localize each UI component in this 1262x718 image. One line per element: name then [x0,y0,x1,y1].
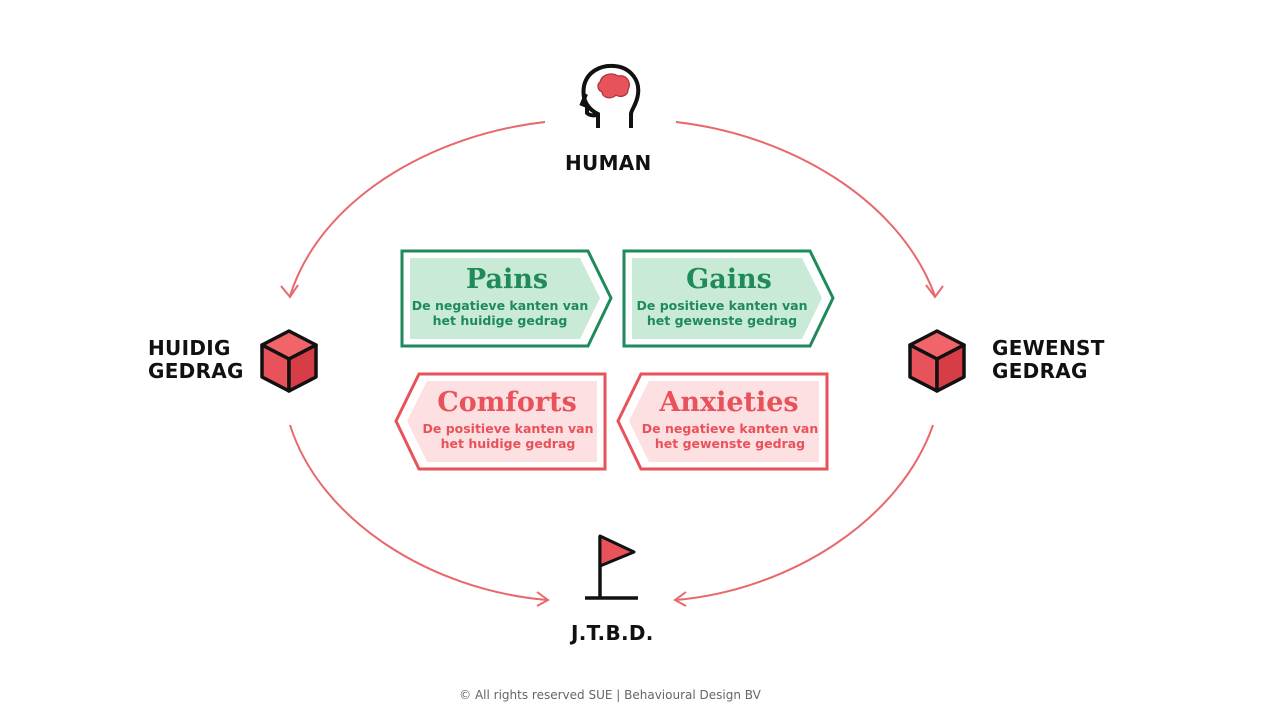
jtbd-label: J.T.B.D. [571,621,654,645]
arrow-human-to-desired [675,121,936,297]
arrow-human-to-current [289,121,546,297]
comforts-title: Comforts [437,387,577,418]
human-label: HUMAN [565,151,652,175]
human-head-brain-icon [579,63,641,128]
arrow-desired-to-jtbd [675,424,934,601]
pains-title: Pains [465,264,549,295]
cube-icon-desired [908,329,966,393]
current-behaviour-label: HUIDIG GEDRAG [148,336,244,383]
copyright-footer: © All rights reserved SUE | Behavioural … [459,688,761,702]
flag-icon [585,534,638,600]
anxieties-title: Anxieties [659,387,799,418]
current-behaviour-line2: GEDRAG [148,359,244,383]
desired-behaviour-label: GEWENST GEDRAG [992,337,1105,383]
cube-icon-current [260,329,318,393]
arrow-current-to-jtbd [289,424,548,601]
desired-behaviour-line2: GEDRAG [992,359,1088,383]
desired-behaviour-line1: GEWENST [992,336,1105,360]
gains-title: Gains [686,264,772,295]
current-behaviour-line1: HUIDIG [148,336,231,360]
